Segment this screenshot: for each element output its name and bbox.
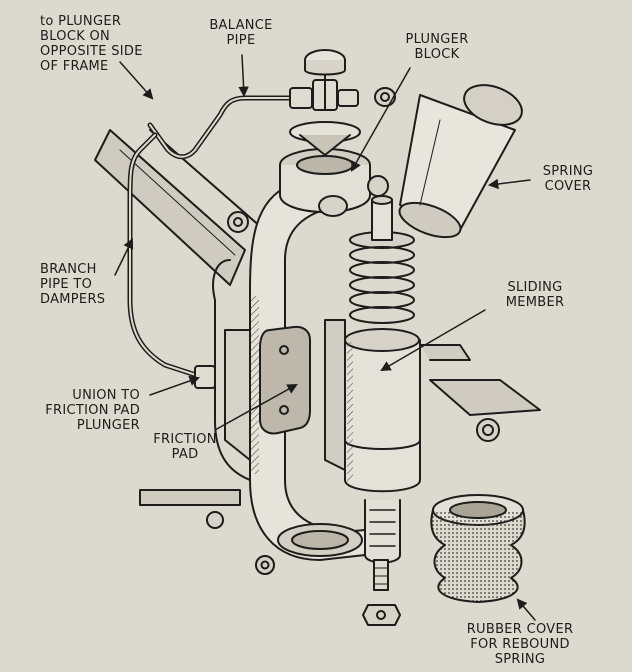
- label-line: FOR REBOUND: [470, 637, 570, 652]
- label-line: BRANCH: [40, 262, 97, 277]
- label-spring-cover: SPRING COVER: [528, 164, 608, 194]
- label-line: DAMPERS: [40, 292, 106, 307]
- label-line: BLOCK: [414, 47, 460, 62]
- label-line: PLUNGER: [405, 32, 469, 47]
- label-line: PIPE TO: [40, 277, 93, 292]
- label-balance-pipe: BALANCE PIPE: [196, 18, 286, 48]
- label-line: RUBBER COVER: [466, 622, 574, 637]
- label-line: to PLUNGER: [40, 14, 122, 29]
- sliding-member: [324, 319, 541, 493]
- plunger-block: [279, 49, 396, 217]
- spring-cover: [398, 84, 523, 239]
- label-line: BALANCE: [209, 18, 273, 33]
- leader-lines: [114, 54, 536, 621]
- label-line: PIPE: [226, 33, 256, 48]
- label-line: MEMBER: [505, 295, 565, 310]
- label-branch-pipe: BRANCH PIPE TO DAMPERS: [40, 262, 105, 307]
- label-plunger-opposite-frame: to PLUNGER BLOCK ON OPPOSITE SIDE OF FRA…: [40, 14, 143, 74]
- friction-pad: [259, 325, 311, 435]
- rubber-cover: [430, 494, 526, 603]
- main-casting: [206, 184, 366, 575]
- label-line: OPPOSITE SIDE: [40, 44, 143, 59]
- label-line: SPRING: [494, 652, 546, 667]
- label-line: PLUNGER: [76, 418, 140, 433]
- coil-spring: [349, 195, 415, 324]
- label-line: SPRING: [542, 164, 594, 179]
- label-line: SLIDING: [507, 280, 563, 295]
- label-line: FRICTION: [153, 432, 217, 447]
- label-line: OF FRAME: [40, 59, 109, 74]
- label-line: COVER: [544, 179, 592, 194]
- label-rubber-cover: RUBBER COVER FOR REBOUND SPRING: [455, 622, 585, 667]
- lower-collar: [277, 499, 401, 626]
- label-line: FRICTION PAD: [45, 403, 140, 418]
- label-line: BLOCK ON: [40, 29, 111, 44]
- label-sliding-member: SLIDING MEMBER: [490, 280, 580, 310]
- label-plunger-block: PLUNGER BLOCK: [392, 32, 482, 62]
- label-line: PAD: [171, 447, 199, 462]
- balance-pipe: [147, 87, 359, 160]
- label-union: UNION TO FRICTION PAD PLUNGER: [20, 388, 140, 433]
- label-line: UNION TO: [72, 388, 140, 403]
- label-friction-pad: FRICTION PAD: [140, 432, 230, 462]
- branch-pipe: [127, 132, 216, 389]
